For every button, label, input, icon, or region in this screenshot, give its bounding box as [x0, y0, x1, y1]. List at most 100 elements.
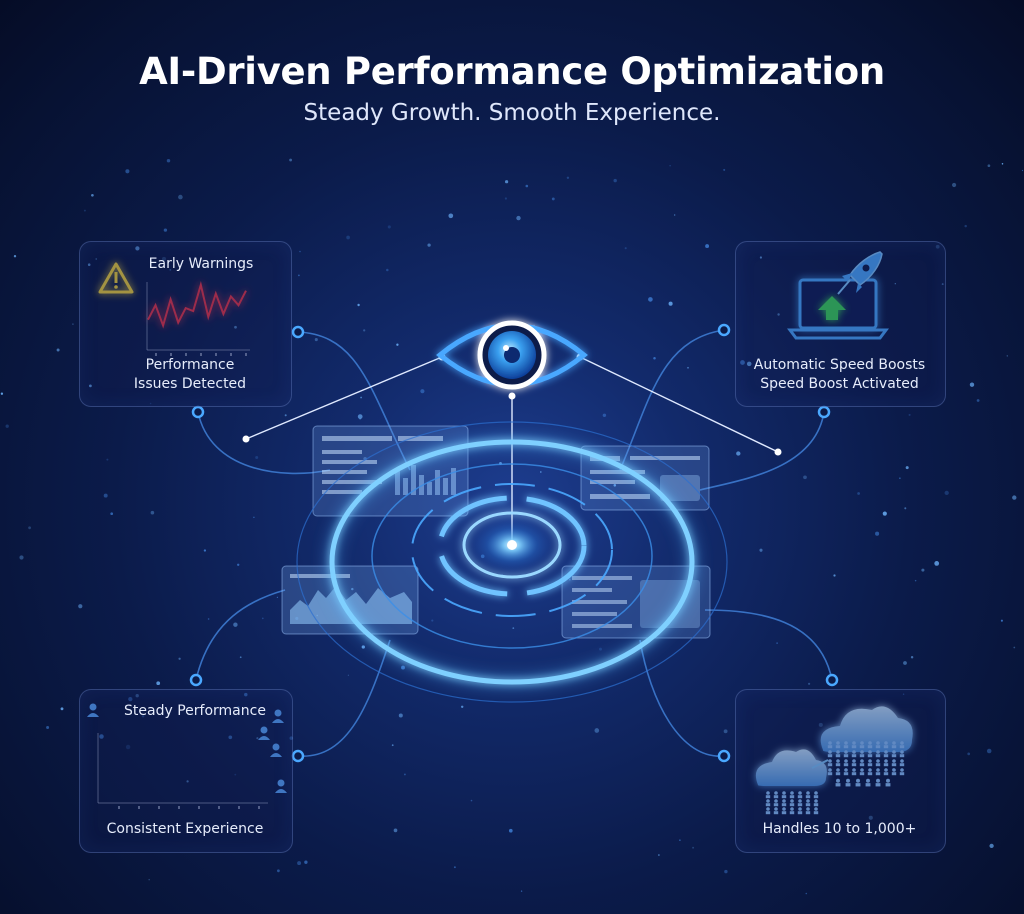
particle [976, 399, 980, 402]
particle [284, 414, 287, 417]
particle [161, 256, 167, 261]
particle [357, 414, 363, 419]
user-icon [875, 759, 881, 767]
scaling-caption: Handles 10 to 1,000+ [762, 821, 917, 837]
particle [203, 549, 207, 552]
particle [386, 268, 389, 272]
user-icon [765, 799, 771, 807]
user-icon [827, 759, 833, 767]
particle [60, 707, 64, 711]
particle [736, 451, 741, 456]
particle [149, 402, 152, 405]
user-icon [781, 807, 787, 815]
particle [244, 692, 248, 697]
user-icon [827, 768, 833, 776]
particle [516, 215, 521, 221]
particle [431, 619, 434, 622]
particle-field [0, 158, 1024, 895]
user-icon [835, 741, 841, 749]
holo-dashboard-3 [281, 565, 419, 635]
particle [289, 158, 293, 162]
particle [969, 382, 975, 387]
particle [808, 682, 811, 685]
user-icon [789, 791, 795, 799]
axis-tick [185, 353, 187, 356]
particle [674, 214, 676, 216]
particle [448, 213, 454, 219]
particle [1013, 646, 1016, 649]
particle [298, 274, 300, 277]
particle [803, 475, 807, 480]
axis-tick [215, 353, 217, 356]
user-icon [789, 807, 795, 815]
particle [427, 243, 431, 247]
particle [687, 366, 689, 369]
particle [5, 424, 9, 428]
user-icon [835, 759, 841, 767]
particle [875, 531, 880, 536]
particle [724, 869, 728, 874]
user-icon [773, 791, 779, 799]
user-icon [859, 759, 865, 767]
particle [239, 656, 242, 659]
steady-performance-caption: Consistent Experience [106, 821, 264, 837]
axis-tick [138, 806, 140, 809]
particle [135, 694, 139, 698]
particle [178, 657, 181, 660]
particle [1000, 619, 1003, 622]
user-icon [813, 807, 819, 815]
particle [594, 728, 600, 733]
user-icon [851, 768, 857, 776]
particle [89, 384, 92, 388]
user-icon [875, 768, 881, 776]
user-icon [883, 759, 889, 767]
particle [387, 225, 391, 229]
particle [150, 510, 155, 515]
steady-performance-panel [79, 689, 293, 853]
user-icon [805, 799, 811, 807]
particle [28, 526, 31, 530]
scaling-panel [735, 689, 946, 853]
particle [648, 297, 653, 302]
particle [347, 674, 350, 676]
particle [921, 568, 925, 572]
particle [692, 846, 695, 849]
speed-boosts-line2: Speed Boost Activated [760, 376, 919, 392]
axis-tick [118, 806, 120, 809]
particle [234, 773, 237, 776]
user-icon [835, 750, 841, 758]
early-warnings-line2: Issues Detected [133, 376, 247, 392]
particle [987, 164, 991, 168]
particle [19, 555, 24, 560]
particle [255, 455, 259, 460]
particle [420, 389, 425, 394]
particle [899, 477, 901, 479]
user-icon [899, 759, 905, 767]
user-icon [773, 799, 779, 807]
eye-icon [436, 320, 588, 390]
axis-tick [230, 353, 232, 356]
particle [0, 392, 4, 395]
user-icon [827, 741, 833, 749]
particle [613, 484, 617, 487]
particle [602, 413, 607, 418]
particle [166, 158, 171, 163]
particle [314, 338, 318, 342]
particle [952, 182, 957, 188]
particle [1001, 163, 1004, 165]
particle [163, 228, 168, 232]
particle [894, 283, 896, 285]
particle [759, 256, 762, 259]
axis-tick [170, 353, 172, 356]
particle [470, 799, 473, 802]
user-icon [851, 741, 857, 749]
particle [914, 579, 917, 582]
particle [551, 197, 555, 201]
particle [83, 209, 86, 212]
particle [393, 828, 398, 833]
particle [1012, 495, 1017, 500]
user-icon [827, 750, 833, 758]
user-icon [867, 750, 873, 758]
particle [276, 596, 279, 598]
axis-tick [155, 353, 157, 356]
